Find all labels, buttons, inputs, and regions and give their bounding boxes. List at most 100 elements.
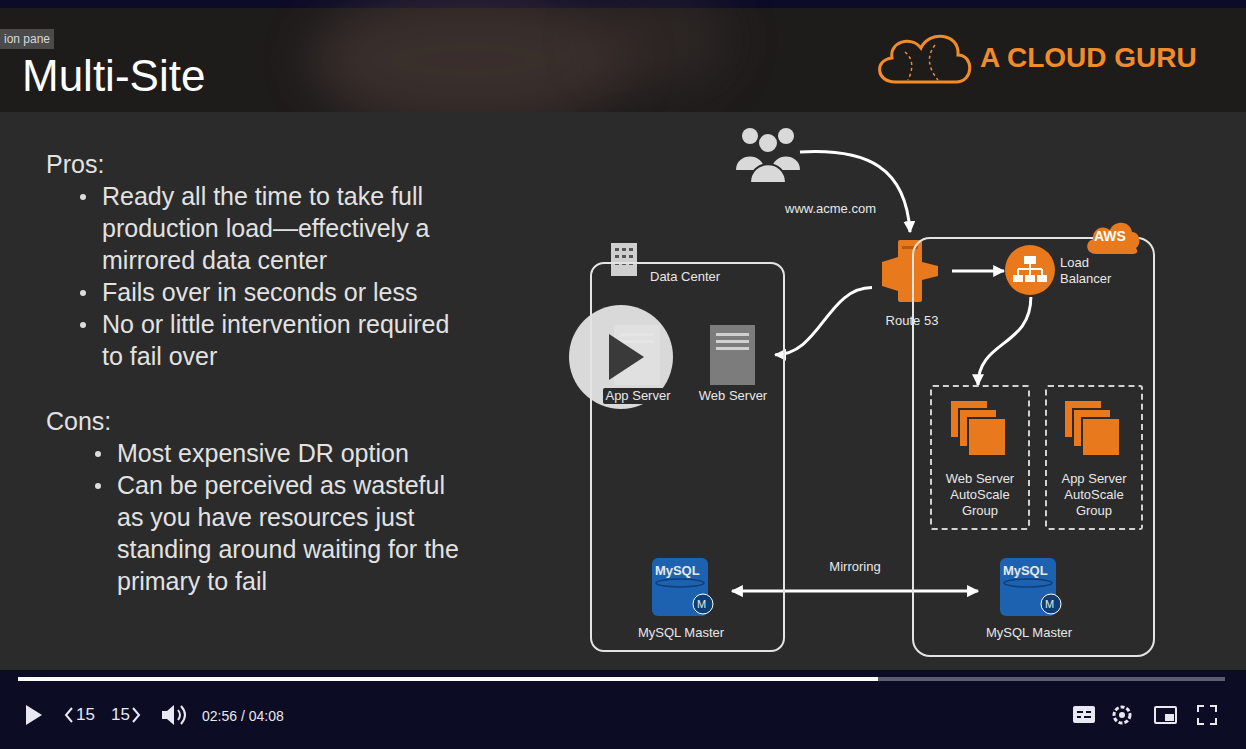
play-overlay <box>569 305 673 409</box>
cloud-region-box: AWSLoad BalancerWeb Server AutoScale Gro… <box>912 237 1155 657</box>
bullet-item: Most expensive DR option <box>117 437 467 469</box>
pip-icon <box>1165 714 1174 721</box>
route53-icon <box>882 240 938 302</box>
mysql-icon <box>693 594 713 614</box>
skip-seconds: 15 <box>111 705 130 725</box>
building-icon <box>622 255 626 258</box>
building-icon <box>615 255 619 258</box>
slide-title: Multi-Site <box>22 50 205 102</box>
bullet-dot <box>80 322 86 328</box>
node-label: M <box>697 596 706 612</box>
instances-icon <box>950 400 1120 456</box>
load-balancer-icon <box>1005 245 1055 295</box>
list-entry: Ready all the time to take full producti… <box>102 180 467 276</box>
server-icon <box>710 325 755 385</box>
bullet-item: No or little intervention required to fa… <box>102 308 467 372</box>
bullet-list: Pros:Ready all the time to take full pro… <box>46 148 476 597</box>
settings-icon <box>1119 712 1125 718</box>
blurred-presenter <box>590 0 730 90</box>
node-label: Web Server <box>697 388 769 404</box>
connector-arrow <box>952 270 1004 273</box>
rewind-chevron <box>66 708 72 722</box>
player-controls <box>26 705 1216 725</box>
progress-remaining <box>878 677 1225 681</box>
blurred-presenter <box>310 0 630 130</box>
play-overlay <box>609 334 644 380</box>
url-label: www.acme.com <box>785 201 876 217</box>
list-heading: Pros: <box>46 148 476 180</box>
server-icon <box>716 333 749 336</box>
server-icon <box>716 347 749 350</box>
volume-icon <box>162 705 174 725</box>
tooltip-fragment: ion pane <box>0 29 54 49</box>
play-overlay <box>569 305 673 409</box>
node-label: Load Balancer <box>1060 255 1118 287</box>
autoscale-group: App Server AutoScale Group <box>1045 385 1143 530</box>
player-bar <box>0 670 1246 749</box>
user-traffic-arrow <box>800 152 910 232</box>
connector-arrow <box>978 297 1031 385</box>
captions-icon <box>1077 712 1091 717</box>
building-icon <box>611 243 637 276</box>
logo-cloud <box>880 36 970 82</box>
list-entry: Cons: <box>46 405 476 437</box>
users-icon <box>758 133 778 153</box>
playback-time: 02:56 / 04:08 <box>202 707 284 725</box>
forward-chevron <box>133 708 139 722</box>
route53-icon <box>882 257 898 291</box>
load-balancer-icon <box>1037 275 1047 282</box>
instances-icon <box>968 418 1006 456</box>
node-label: Web Server AutoScale Group <box>938 471 1022 519</box>
connector-arrow <box>732 590 978 593</box>
volume-icon <box>178 706 185 724</box>
logo-cloud <box>929 45 938 80</box>
instances-icon <box>1082 418 1120 456</box>
mysql-icon <box>656 579 704 587</box>
mysql-icon <box>1000 558 1056 616</box>
bullet-dot <box>80 194 86 200</box>
list-heading: Cons: <box>46 405 476 437</box>
route53-icon <box>898 240 922 302</box>
database-node: MySQLMMySQL Master <box>630 555 732 641</box>
brand-logo-text: A CLOUD GURU <box>980 42 1197 74</box>
node-label: AWS <box>1094 228 1126 244</box>
bullet-dot <box>95 483 101 489</box>
list-entry: Can be perceived as wasteful as you have… <box>117 469 467 597</box>
captions-icon <box>1073 706 1095 723</box>
progress-played <box>18 677 878 681</box>
mysql-icon <box>1041 594 1061 614</box>
users-icon <box>742 128 758 144</box>
load-balancer-icon <box>1013 275 1023 282</box>
list-entry: Fails over in seconds or less <box>102 276 467 308</box>
slide-body <box>0 112 1246 670</box>
site-box: Data CenterApp ServerWeb ServerMySQLMMyS… <box>590 262 785 652</box>
load-balancer-icon <box>1025 275 1035 282</box>
logo-cloud <box>880 36 970 82</box>
route53-icon <box>922 262 938 280</box>
route53-icon <box>902 246 918 249</box>
node-label: Data Center <box>650 269 720 285</box>
building-icon <box>629 248 633 251</box>
building-icon <box>622 248 626 251</box>
users-icon <box>778 128 794 144</box>
node-label: M <box>1045 596 1054 612</box>
bullet-item: Fails over in seconds or less <box>102 276 467 308</box>
node-label: App Server <box>603 388 672 404</box>
mysql-icon <box>652 558 1061 616</box>
server-node: Web Server <box>691 322 775 404</box>
connector-arrow <box>775 288 872 355</box>
node-label: MySQL Master <box>984 625 1074 641</box>
load-balancer-icon <box>1024 256 1036 264</box>
server-node: App Server <box>597 322 678 404</box>
node-label: MySQL <box>655 563 700 579</box>
mysql-icon <box>652 558 708 616</box>
users-icon <box>750 164 786 183</box>
bullet-dot <box>95 451 101 457</box>
database-node: MySQLMMySQL Master <box>978 555 1080 641</box>
users-icon <box>736 128 800 183</box>
load-balancer-icon <box>1018 264 1042 275</box>
settings-icon <box>1114 707 1130 723</box>
server-icon <box>716 340 749 343</box>
